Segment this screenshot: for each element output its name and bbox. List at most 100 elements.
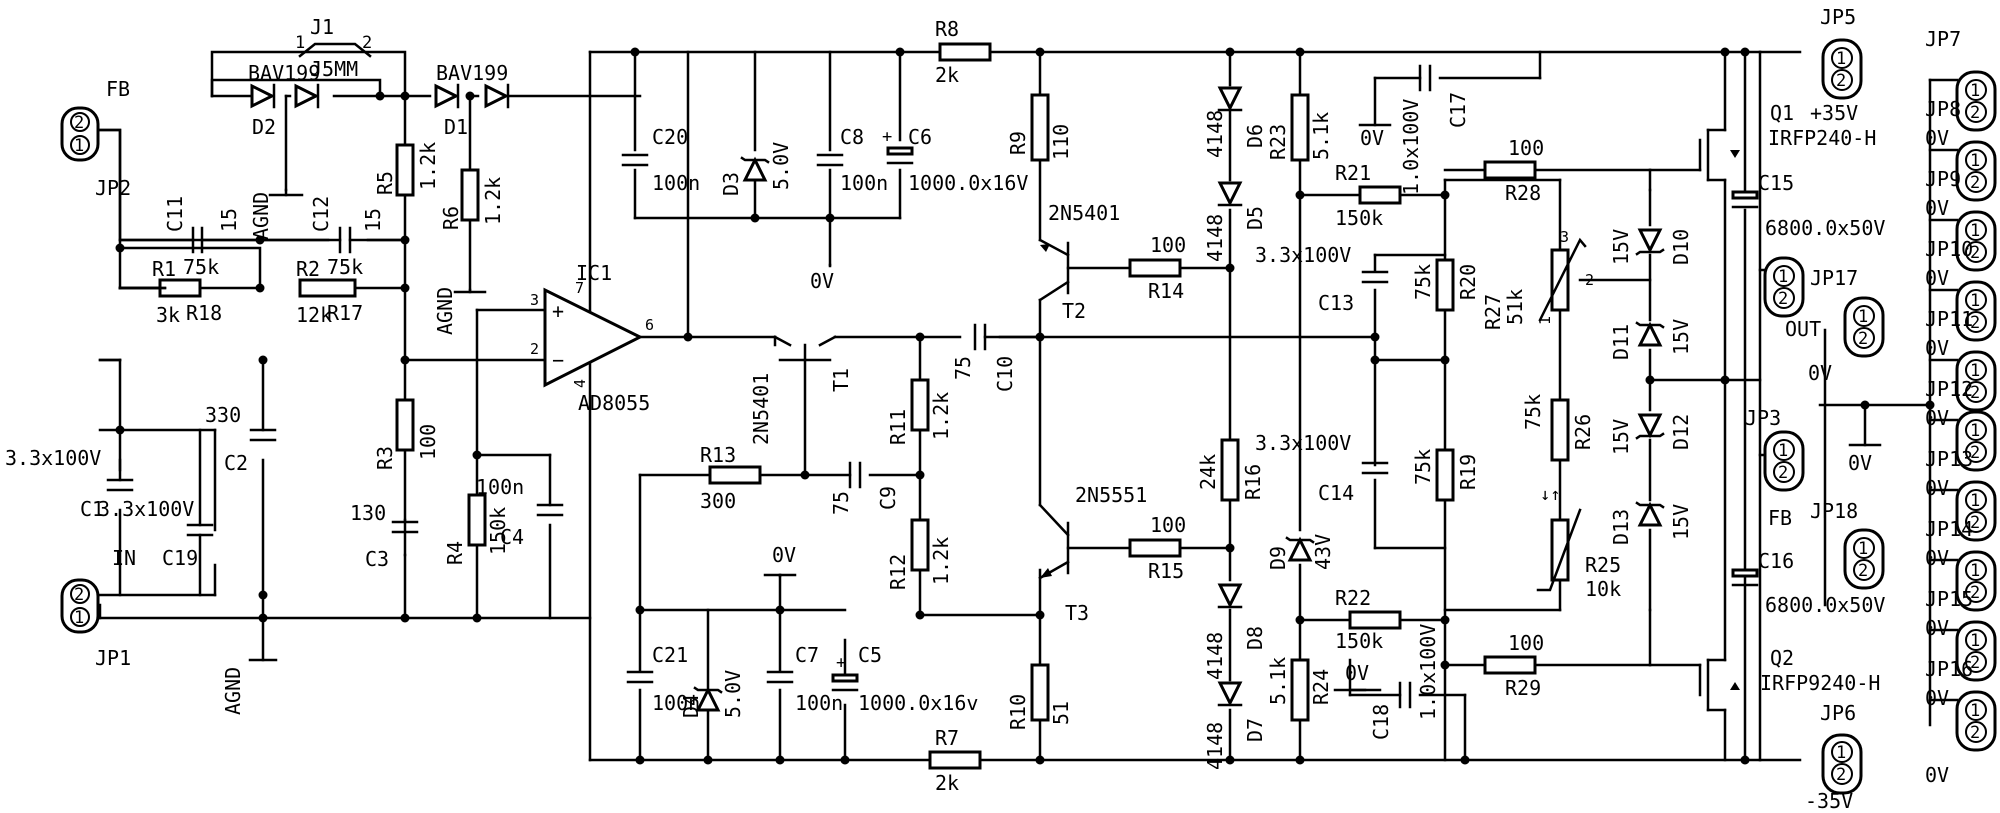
diode-d1: BAV199 D1	[434, 61, 510, 139]
out-label: OUT	[1785, 317, 1821, 341]
svg-text:130: 130	[350, 501, 386, 525]
svg-text:1000.0x16V: 1000.0x16V	[908, 171, 1028, 195]
connector-jp5: 12 JP5	[1820, 5, 1863, 100]
svg-text:Q2: Q2	[1770, 646, 1794, 670]
svg-text:2: 2	[1970, 723, 1980, 743]
svg-text:100: 100	[416, 424, 440, 460]
svg-text:R6: R6	[439, 206, 463, 230]
svg-text:R27: R27	[1481, 294, 1505, 330]
svg-text:C12: C12	[309, 196, 333, 232]
svg-text:R8: R8	[935, 17, 959, 41]
svg-text:43V: 43V	[1311, 534, 1335, 570]
svg-text:2: 2	[530, 340, 539, 358]
svg-text:C2: C2	[224, 451, 248, 475]
svg-text:1: 1	[1970, 361, 1980, 381]
svg-text:C5: C5	[858, 643, 882, 667]
svg-text:1.0x100V: 1.0x100V	[1399, 99, 1423, 195]
svg-text:1.2k: 1.2k	[929, 537, 953, 585]
svg-text:R24: R24	[1309, 669, 1333, 705]
svg-text:R9: R9	[1006, 131, 1030, 155]
svg-text:R15: R15	[1148, 559, 1184, 583]
capacitor-c11: C11 15	[118, 196, 262, 254]
svg-text:T3: T3	[1065, 601, 1089, 625]
svg-text:R12: R12	[886, 554, 910, 590]
svg-text:100n: 100n	[476, 475, 524, 499]
thermistor-r25: R25 10k ↓↑	[1536, 485, 1621, 601]
jumper-j1: J1 1 2 J5MM	[295, 15, 372, 81]
svg-text:75k: 75k	[1411, 449, 1435, 485]
svg-text:R22: R22	[1335, 586, 1371, 610]
svg-text:0V: 0V	[1925, 266, 1949, 290]
svg-text:3.3x100V: 3.3x100V	[5, 446, 101, 470]
svg-text:JP11: JP11	[1925, 307, 1973, 331]
svg-text:C10: C10	[993, 356, 1017, 392]
svg-text:C4: C4	[500, 525, 524, 549]
svg-text:JP13: JP13	[1925, 447, 1973, 471]
svg-text:51k: 51k	[1503, 289, 1527, 325]
svg-text:15V: 15V	[1609, 229, 1633, 265]
svg-text:1: 1	[1858, 307, 1868, 327]
capacitor-c1: 3.3x100V C1	[5, 358, 134, 521]
svg-text:100n: 100n	[840, 171, 888, 195]
svg-text:75k: 75k	[1521, 394, 1545, 430]
zener-d3: D3 5.0V	[719, 142, 793, 196]
svg-text:J1: J1	[310, 15, 334, 39]
svg-text:2: 2	[362, 33, 372, 53]
capacitor-c8: C8 100n	[816, 125, 888, 195]
svg-text:2: 2	[1970, 653, 1980, 673]
svg-text:51: 51	[1049, 701, 1073, 725]
svg-text:0V: 0V	[1925, 336, 1949, 360]
svg-text:D13: D13	[1609, 509, 1633, 545]
svg-text:R16: R16	[1241, 464, 1265, 500]
svg-text:R21: R21	[1335, 161, 1371, 185]
svg-text:JP6: JP6	[1820, 701, 1856, 725]
resistor-r12: R12 1.2k	[886, 518, 953, 590]
svg-text:C11: C11	[163, 196, 187, 232]
svg-text:D7: D7	[1243, 718, 1267, 742]
capacitor-c2: 330 C2	[205, 403, 277, 475]
svg-text:AD8055: AD8055	[578, 391, 650, 415]
svg-text:3.3x100V: 3.3x100V	[1255, 431, 1351, 455]
svg-text:T1: T1	[829, 368, 853, 392]
svg-text:R29: R29	[1505, 676, 1541, 700]
svg-text:2N5551: 2N5551	[1075, 483, 1147, 507]
capacitor-c14: 3.3x100V C14	[1255, 431, 1389, 505]
capacitor-c20: C20 100n	[621, 125, 700, 195]
diode-d7: 4148 D7	[1203, 681, 1267, 770]
svg-text:2: 2	[1836, 765, 1846, 785]
capacitor-c13: 3.3x100V C13	[1255, 243, 1389, 315]
svg-text:5.1k: 5.1k	[1266, 657, 1290, 705]
svg-text:C6: C6	[908, 125, 932, 149]
svg-text:R3: R3	[373, 446, 397, 470]
svg-text:T2: T2	[1062, 299, 1086, 323]
svg-text:JP5: JP5	[1820, 5, 1856, 29]
minus35-label: -35V	[1805, 789, 1853, 813]
svg-text:AGND: AGND	[221, 667, 245, 715]
capacitor-c19: 3.3x100V C19	[98, 428, 214, 597]
svg-text:2: 2	[1970, 583, 1980, 603]
svg-text:7: 7	[575, 279, 584, 297]
svg-text:0V: 0V	[1925, 546, 1949, 570]
svg-text:3.3x100V: 3.3x100V	[1255, 243, 1351, 267]
svg-text:5.0V: 5.0V	[721, 670, 745, 718]
svg-text:C7: C7	[795, 643, 819, 667]
capacitor-c21: C21 100n	[626, 643, 700, 715]
svg-text:2: 2	[74, 585, 84, 605]
svg-text:0V: 0V	[1925, 476, 1949, 500]
svg-text:1: 1	[1970, 491, 1980, 511]
transistor-t1: 2N5401 T1	[749, 335, 853, 445]
fb-out-label: FB	[1768, 506, 1792, 530]
svg-text:4148: 4148	[1203, 214, 1227, 262]
capacitor-c15: C15 6800.0x50V	[1731, 171, 1885, 240]
